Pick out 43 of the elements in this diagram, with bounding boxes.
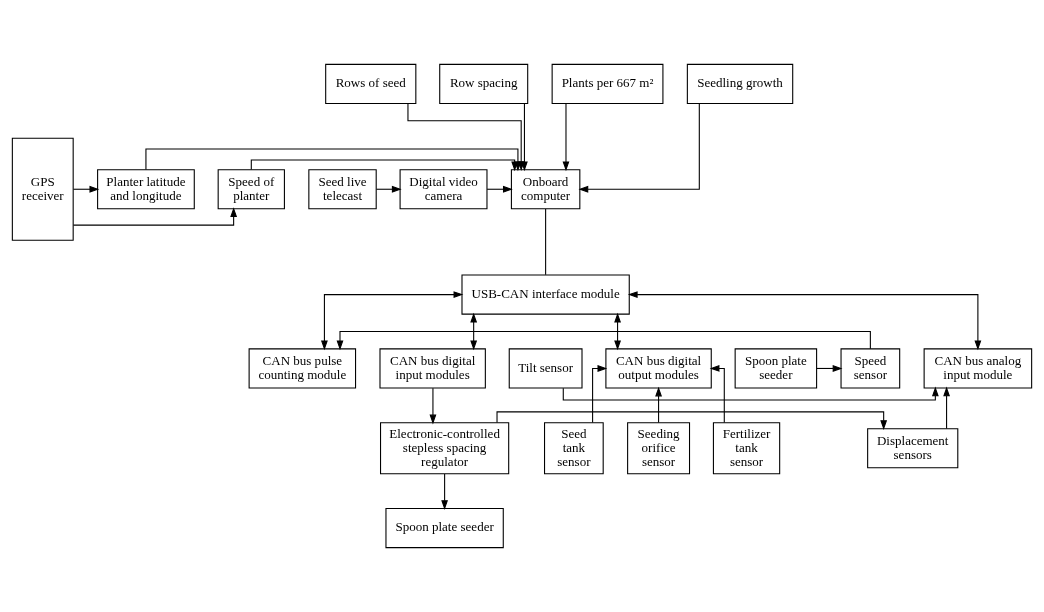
arrow: [441, 473, 449, 510]
arrow: [521, 103, 528, 172]
arrow: [72, 207, 238, 226]
node-box: Seeding orifice sensor: [627, 422, 691, 475]
arrow: [614, 312, 621, 351]
arrow: [336, 330, 871, 351]
arrow: [562, 386, 939, 401]
node-box: USB-CAN interface module: [461, 274, 630, 315]
node-box: Seed tank sensor: [544, 422, 604, 475]
arrow: [943, 386, 950, 430]
arrow: [655, 386, 662, 424]
arrow: [578, 103, 700, 193]
node-box: Speed sensor: [840, 348, 901, 389]
arrow: [321, 291, 464, 351]
arrow: [470, 312, 478, 351]
node-box: Tilt sensor: [508, 348, 583, 389]
node-box: Spoon plate seeder: [734, 348, 818, 389]
node-box: CAN bus analog input module: [923, 348, 1033, 389]
node-box: Seedling growth: [686, 63, 794, 104]
arrow: [627, 291, 982, 351]
node-box: CAN bus digital input modules: [379, 348, 486, 389]
node-box: GPS receiver: [11, 137, 74, 241]
node-box: Speed of planter: [217, 169, 285, 210]
node-box: Planter latitude and longitude: [97, 169, 195, 210]
arrow: [496, 411, 888, 431]
node-box: CAN bus pulse counting module: [248, 348, 357, 389]
arrow: [592, 365, 608, 424]
arrow: [375, 185, 402, 193]
arrow: [429, 387, 437, 425]
connector: [545, 208, 547, 276]
node-box: Seed live telecast: [308, 169, 377, 210]
node-box: Plants per 667 m²: [551, 63, 664, 104]
arrow: [709, 365, 725, 424]
node-box: Onboard computer: [510, 169, 581, 210]
node-box: Digital video camera: [399, 169, 488, 210]
node-box: Row spacing: [439, 63, 529, 104]
arrow: [562, 103, 570, 172]
node-box: Spoon plate seeder: [385, 508, 504, 549]
node-box: Rows of seed: [325, 63, 417, 104]
node-box: CAN bus digital output modules: [605, 348, 712, 389]
node-box: Fertilizer tank sensor: [712, 422, 781, 475]
node-box: Electronic-controlled stepless spacing regulator: [380, 422, 510, 475]
node-box: Displacement sensors: [867, 428, 959, 469]
